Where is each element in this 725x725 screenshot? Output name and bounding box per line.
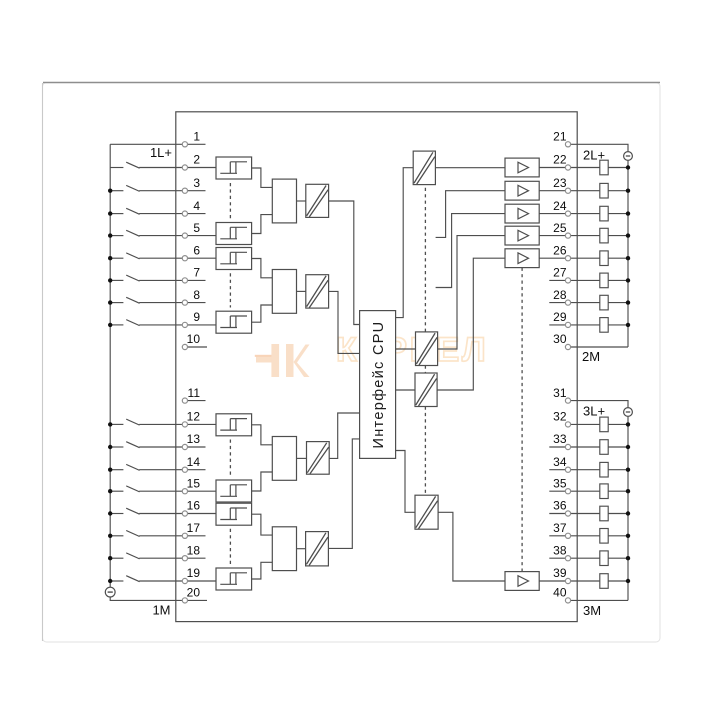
svg-text:35: 35 [553, 476, 567, 490]
svg-text:2: 2 [193, 153, 200, 167]
svg-text:Интерфейс CPU: Интерфейс CPU [371, 321, 387, 449]
svg-text:9: 9 [193, 310, 200, 324]
svg-text:3L+: 3L+ [583, 404, 605, 419]
svg-text:20: 20 [187, 586, 201, 600]
svg-text:40: 40 [553, 586, 567, 600]
svg-text:33: 33 [553, 432, 567, 446]
svg-text:8: 8 [193, 288, 200, 302]
svg-text:38: 38 [553, 543, 567, 557]
svg-text:15: 15 [187, 476, 201, 490]
svg-text:2L+: 2L+ [583, 147, 605, 162]
svg-text:19: 19 [187, 566, 201, 580]
svg-text:31: 31 [553, 386, 567, 400]
svg-text:39: 39 [553, 566, 567, 580]
svg-text:3: 3 [193, 176, 200, 190]
svg-text:16: 16 [187, 499, 201, 513]
svg-text:1M: 1M [152, 603, 170, 618]
svg-text:32: 32 [553, 410, 567, 424]
svg-text:13: 13 [187, 432, 201, 446]
svg-text:22: 22 [553, 153, 567, 167]
svg-text:28: 28 [553, 288, 567, 302]
svg-text:30: 30 [553, 332, 567, 346]
svg-text:18: 18 [187, 543, 201, 557]
svg-text:23: 23 [553, 176, 567, 190]
svg-text:3M: 3M [583, 603, 601, 618]
svg-text:1L+: 1L+ [150, 145, 172, 160]
svg-text:1: 1 [193, 130, 200, 144]
svg-text:10: 10 [187, 332, 201, 346]
svg-text:26: 26 [553, 243, 567, 257]
svg-text:2M: 2M [582, 349, 600, 364]
svg-text:37: 37 [553, 521, 567, 535]
svg-text:17: 17 [187, 521, 201, 535]
svg-text:6: 6 [193, 243, 200, 257]
svg-text:7: 7 [193, 266, 200, 280]
svg-text:25: 25 [553, 221, 567, 235]
svg-text:4: 4 [193, 199, 200, 213]
svg-text:34: 34 [553, 455, 567, 469]
svg-text:12: 12 [187, 410, 201, 424]
svg-text:11: 11 [188, 386, 201, 400]
svg-text:5: 5 [193, 221, 200, 235]
svg-text:24: 24 [553, 199, 567, 213]
svg-text:27: 27 [553, 266, 567, 280]
svg-text:КЕРНЕЛ: КЕРНЕЛ [336, 331, 488, 369]
svg-text:14: 14 [187, 455, 201, 469]
svg-text:29: 29 [553, 310, 567, 324]
svg-text:21: 21 [553, 130, 567, 144]
svg-text:36: 36 [553, 499, 567, 513]
